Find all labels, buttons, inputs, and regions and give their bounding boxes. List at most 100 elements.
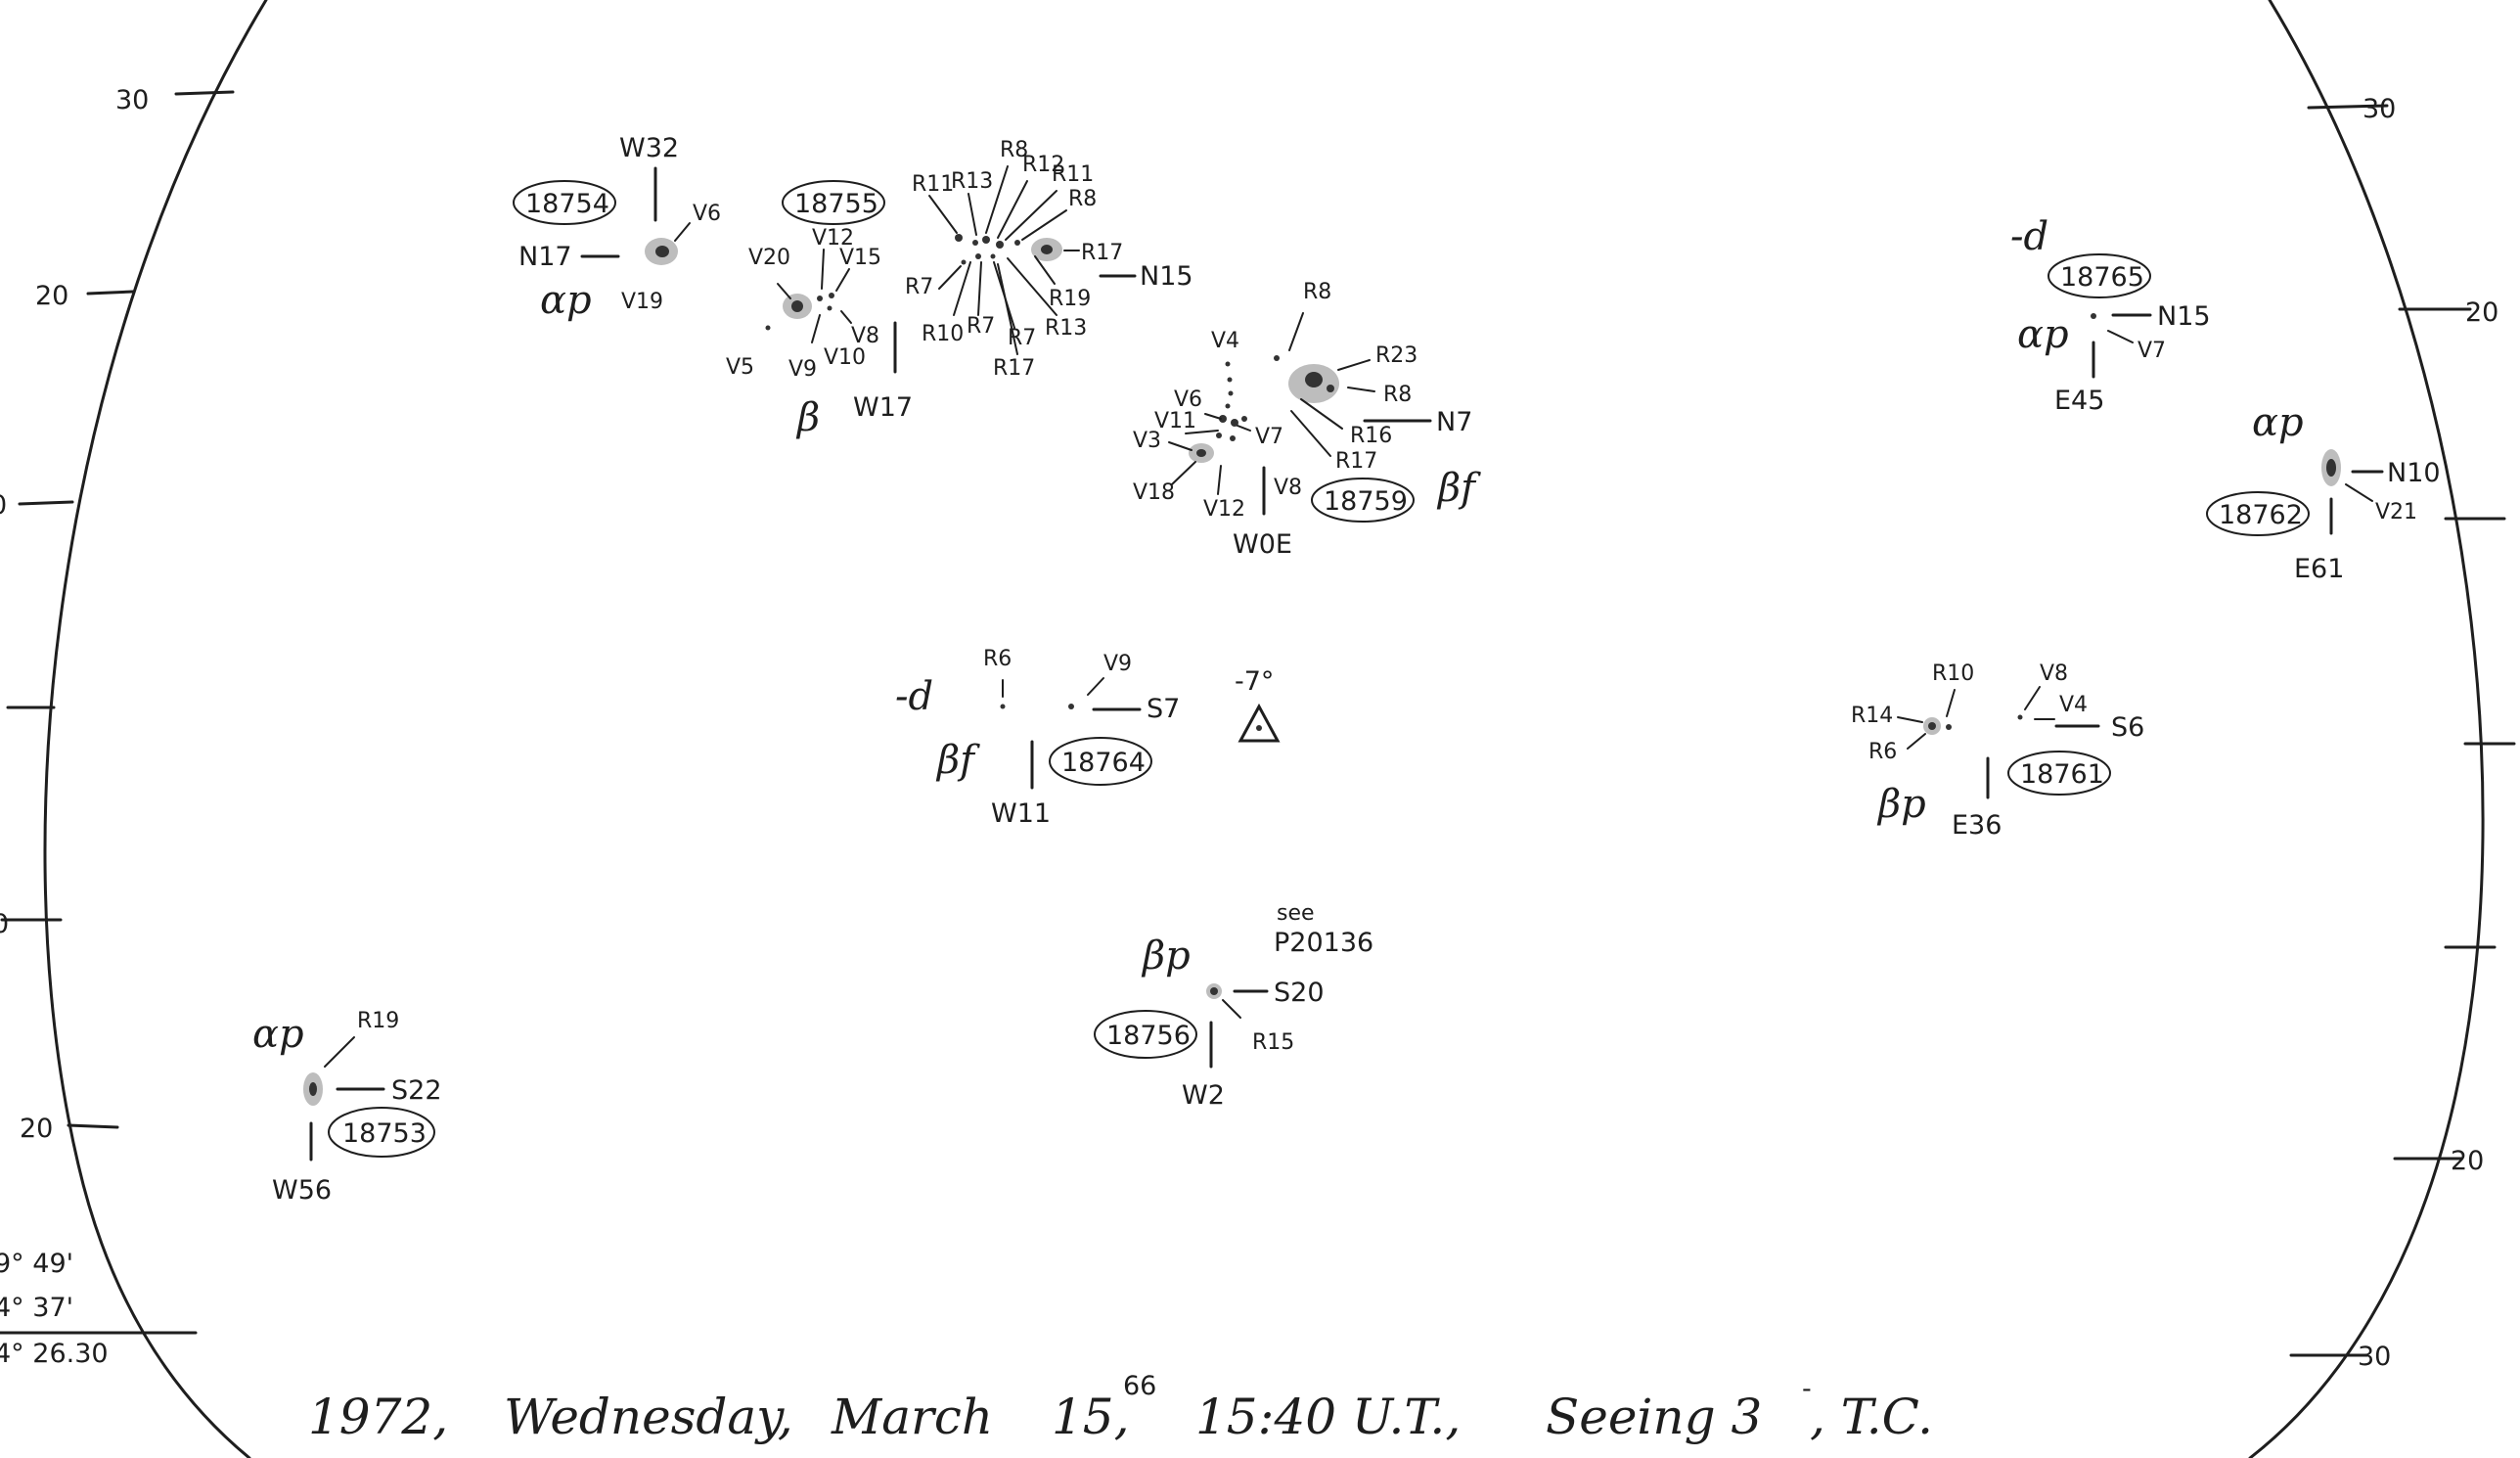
group-lon: W32 [619, 133, 679, 163]
group-number: 18764 [1061, 748, 1146, 778]
group-lat: S6 [2111, 712, 2144, 743]
svg-text:V12: V12 [812, 226, 854, 251]
group-number-oval [2206, 491, 2310, 536]
svg-text:R16: R16 [1350, 424, 1392, 448]
svg-text:R10: R10 [1932, 661, 1974, 686]
group-lat: N15 [2157, 301, 2211, 332]
left-scale-20-lower: 20 [20, 1114, 53, 1144]
left-scale-0-b: 0 [0, 909, 9, 939]
svg-text:R8: R8 [1000, 138, 1028, 162]
svg-text:R7: R7 [967, 314, 995, 339]
svg-text:R12: R12 [1022, 153, 1064, 177]
group-number-oval [1049, 737, 1152, 786]
group-18761: R10 V8 V4 S6 R14 R6 18761 βp E36 [1851, 661, 2144, 841]
group-number-oval [513, 180, 616, 225]
group-number: 18765 [2060, 262, 2144, 293]
group-lat: S20 [1274, 978, 1325, 1008]
group-lon: E36 [1952, 810, 2002, 841]
group-lat: S22 [391, 1075, 442, 1106]
svg-text:R17: R17 [993, 356, 1035, 381]
group-lon: W0E [1233, 529, 1292, 560]
group-class: αp [2252, 400, 2304, 445]
svg-text:V20: V20 [748, 246, 790, 270]
svg-text:R23: R23 [1375, 343, 1418, 368]
group-number: 18762 [2219, 500, 2303, 530]
left-scale-20: 20 [35, 281, 68, 311]
svg-text:V9: V9 [1103, 652, 1132, 676]
left-limb-arc [43, 0, 268, 1458]
group-number-oval [1094, 1010, 1197, 1059]
left-scale-0-a: 0 [0, 490, 7, 521]
group-18753: αp R19 S22 18753 W56 [252, 1009, 442, 1206]
sunspot-umbra [655, 246, 669, 257]
group-lon: E45 [2054, 386, 2104, 416]
group-lat: S7 [1147, 694, 1180, 724]
svg-text:R19: R19 [357, 1009, 399, 1033]
right-latitude-scale: 30 20 20 30 [2289, 94, 2516, 1372]
group-number-oval [328, 1107, 435, 1158]
svg-text:V10: V10 [824, 345, 866, 370]
svg-text:R13: R13 [951, 169, 993, 194]
caption-observer: , T.C. [1810, 1389, 1933, 1445]
svg-text:R8: R8 [1068, 187, 1097, 211]
group-lon: W2 [1182, 1080, 1225, 1111]
caption-time: 15:40 U.T., [1195, 1389, 1461, 1445]
observation-caption: 1972, Wednesday, March 15, 66 15:40 U.T.… [308, 1371, 1933, 1445]
group-mark: -d [2010, 214, 2048, 259]
svg-text:R8: R8 [1383, 383, 1412, 407]
svg-text:V8: V8 [1274, 476, 1302, 500]
corner-note-1: 9° 49' [0, 1249, 73, 1279]
corner-note-3: 4° 26.30 [0, 1339, 109, 1369]
group-18764: -d R6 V9 S7 βf 18764 W11 [895, 647, 1180, 829]
svg-text:V11: V11 [1154, 409, 1196, 433]
group-class: βf [935, 738, 980, 783]
caption-fraction: 66 [1123, 1371, 1156, 1401]
group-number-oval [1311, 478, 1415, 523]
svg-text:V18: V18 [1133, 480, 1175, 505]
group-lat: N17 [518, 242, 572, 272]
group-number: 18761 [2020, 759, 2104, 790]
svg-text:V7: V7 [2138, 339, 2166, 363]
svg-text:R7: R7 [905, 275, 933, 299]
svg-text:R17: R17 [1081, 241, 1123, 265]
group-number-oval [782, 180, 885, 225]
right-scale-20: 20 [2465, 297, 2498, 328]
group-18756: see P20136 βp S20 R15 18756 W2 [1094, 901, 1373, 1111]
svg-text:R8: R8 [1303, 280, 1331, 304]
caption-seeing: Seeing 3 [1546, 1389, 1762, 1445]
spot-label: V19 [621, 290, 663, 314]
group-number: 18755 [794, 189, 878, 219]
svg-text:V8: V8 [2040, 661, 2068, 686]
triangle-icon [1238, 703, 1281, 743]
group-class: β [795, 395, 820, 440]
svg-text:V7: V7 [1255, 425, 1283, 449]
svg-text:R11: R11 [912, 172, 954, 197]
central-mark-label: -7° [1235, 666, 1274, 697]
caption-day: Wednesday, [504, 1389, 793, 1445]
group-class: βp [1141, 934, 1191, 979]
group-lat: N15 [1140, 261, 1193, 292]
svg-text:R10: R10 [922, 322, 964, 346]
svg-text:R14: R14 [1851, 704, 1893, 728]
group-class: αp [252, 1012, 304, 1057]
svg-text:R17: R17 [1335, 449, 1377, 474]
right-scale-20-lower: 20 [2451, 1146, 2484, 1176]
group-class: αp [2017, 312, 2069, 357]
caption-seeing-mark: - [1802, 1374, 1812, 1404]
group-lon: W11 [991, 798, 1051, 829]
right-scale-30-lower: 30 [2358, 1342, 2391, 1372]
svg-text:V15: V15 [839, 246, 881, 270]
spot-label: V6 [693, 202, 721, 226]
svg-text:R15: R15 [1252, 1030, 1294, 1055]
caption-date: 15, [1052, 1389, 1130, 1445]
caption-month: March [831, 1389, 993, 1445]
group-class: βp [1876, 782, 1926, 827]
caption-year: 1972, [308, 1389, 448, 1445]
svg-text:R13: R13 [1045, 316, 1087, 341]
svg-text:V8: V8 [851, 324, 879, 348]
group-18754: 18754 W32 N17 V6 V19 αp [513, 133, 721, 323]
svg-text:V4: V4 [1211, 329, 1239, 353]
group-number: 18754 [525, 189, 609, 219]
group-lon: E61 [2294, 554, 2344, 584]
